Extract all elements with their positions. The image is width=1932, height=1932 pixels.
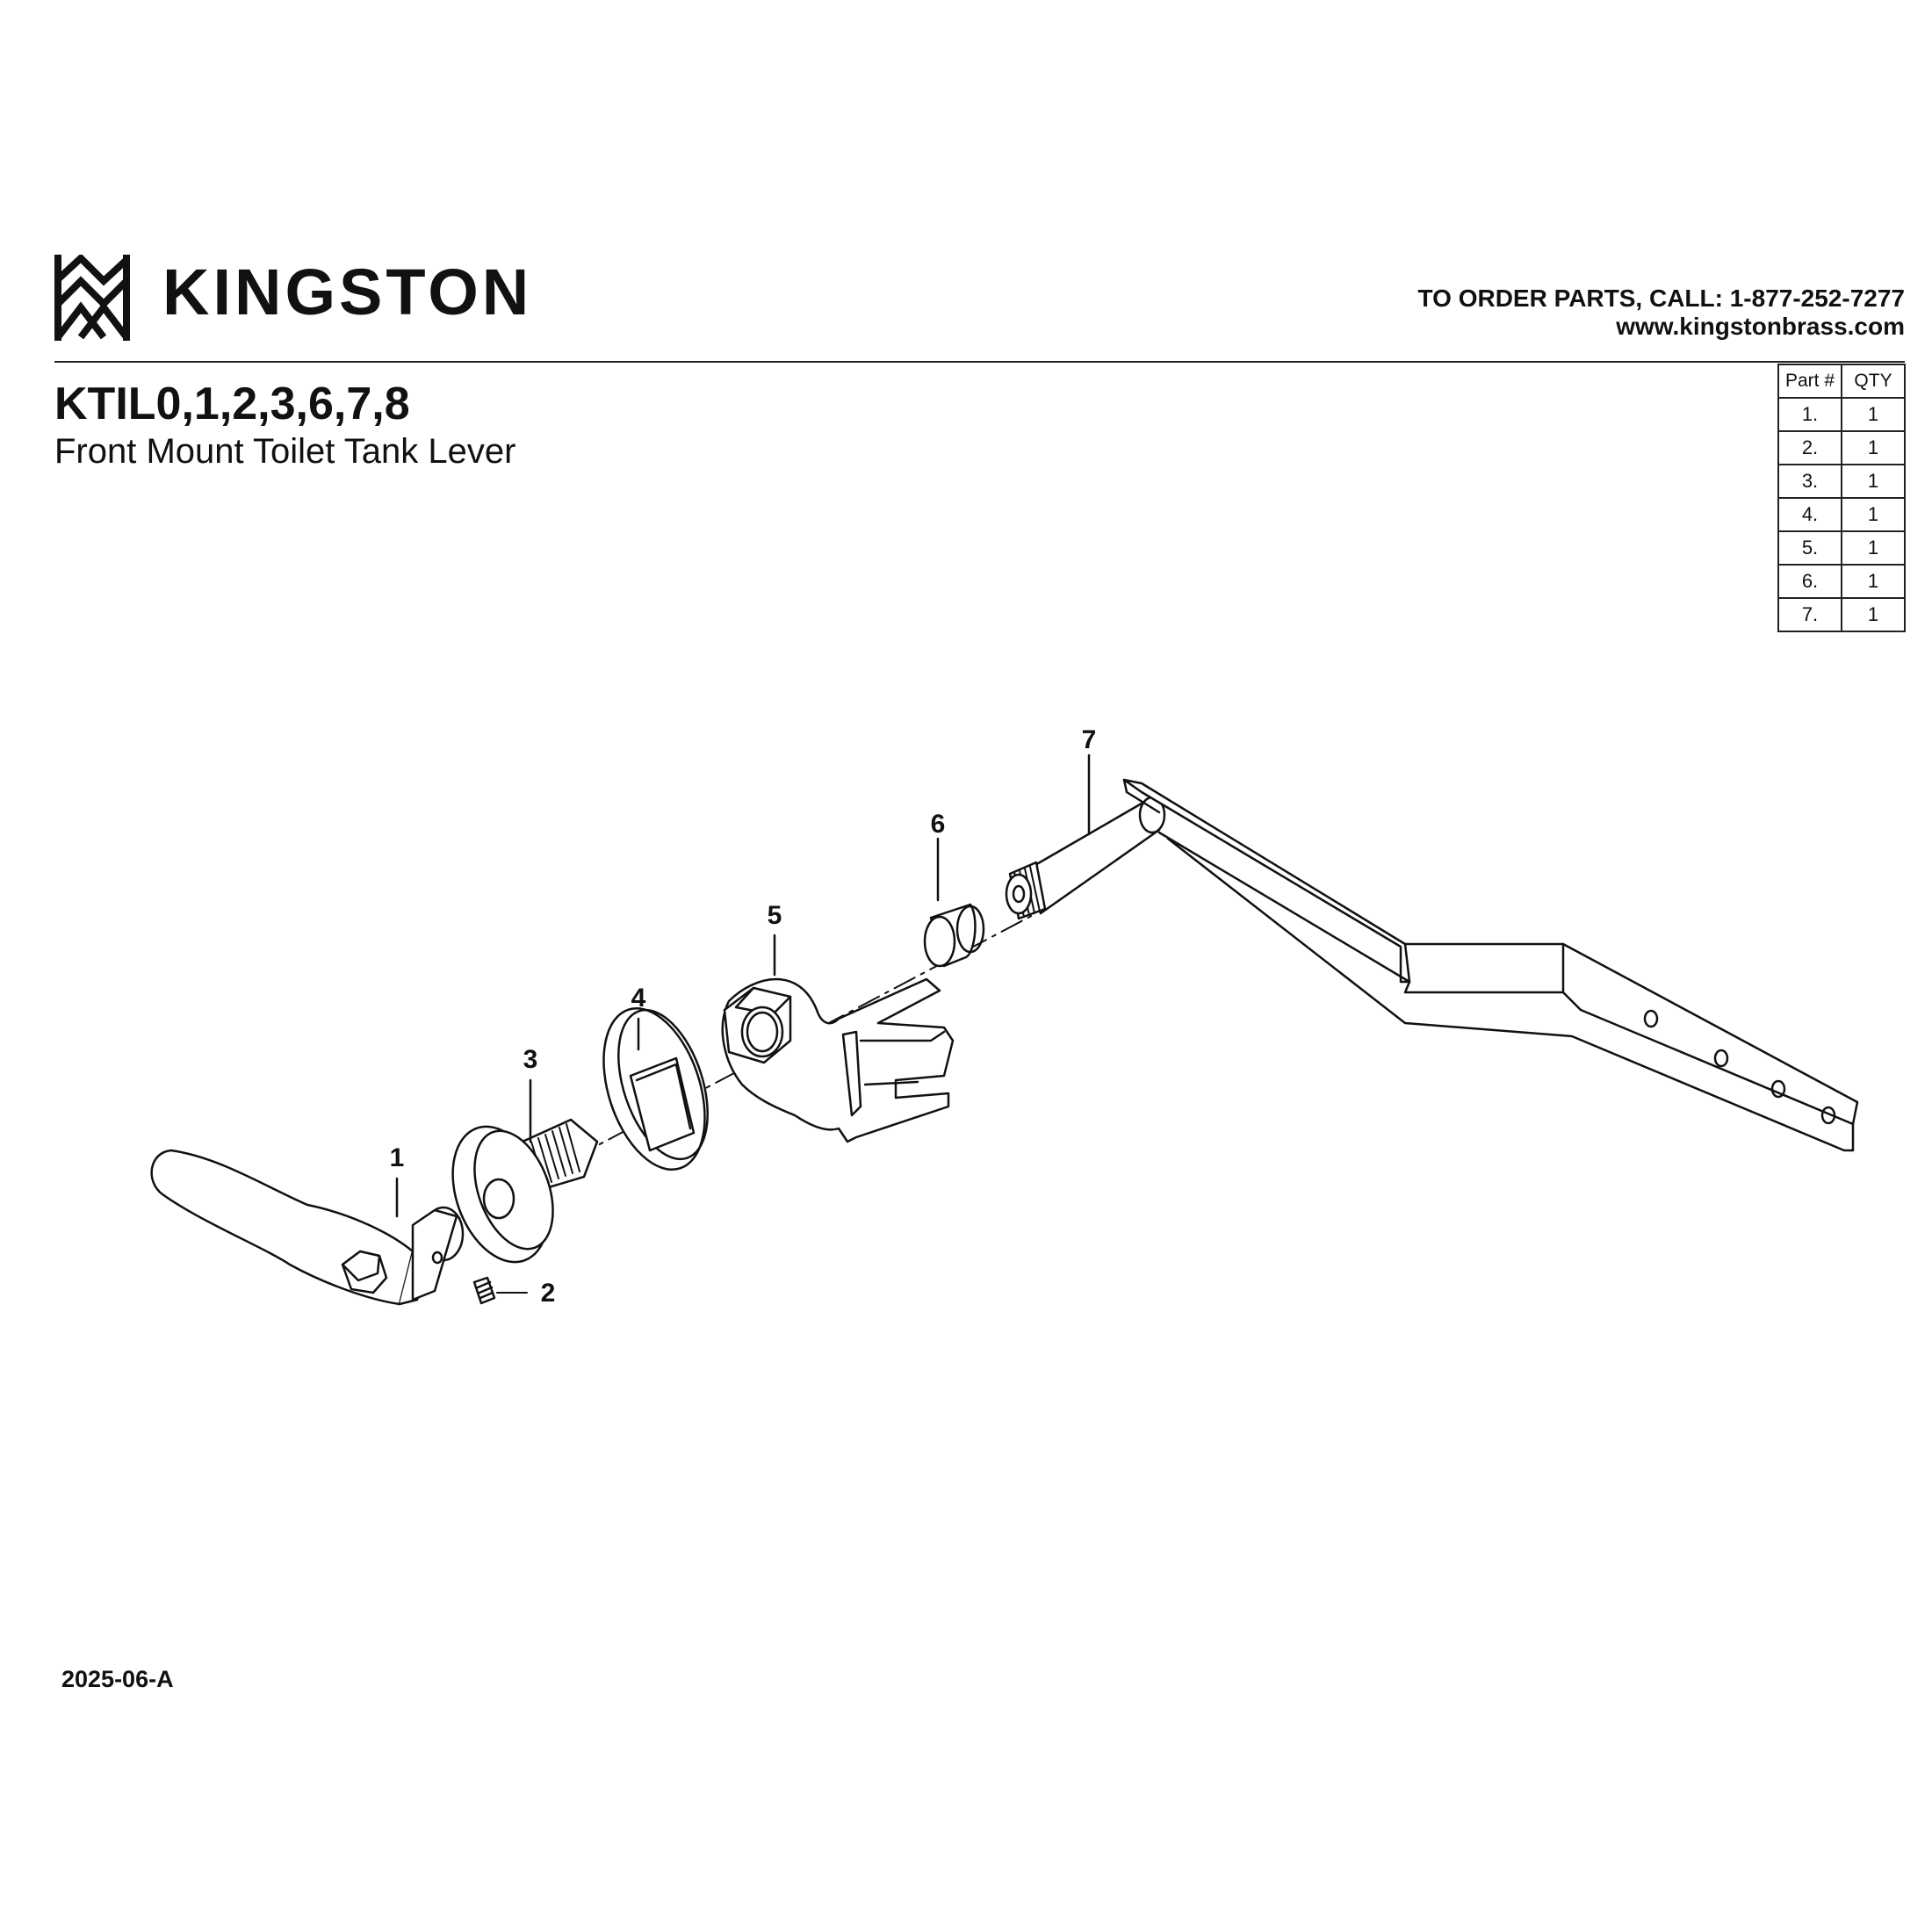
part-cell: 4. xyxy=(1777,497,1842,532)
table-row: 7.1 xyxy=(1777,597,1906,632)
callout-6: 6 xyxy=(931,810,946,839)
part-cell: 6. xyxy=(1777,564,1842,599)
part-4-washer xyxy=(602,1006,709,1171)
qty-cell: 1 xyxy=(1841,564,1906,599)
part-6-bushing xyxy=(923,903,985,968)
product-title: Front Mount Toilet Tank Lever xyxy=(54,432,516,471)
column-header-qty: QTY xyxy=(1841,364,1906,399)
qty-cell: 1 xyxy=(1841,464,1906,499)
part-cell: 1. xyxy=(1777,397,1842,432)
kingston-logo-icon xyxy=(54,255,130,341)
qty-cell: 1 xyxy=(1841,497,1906,532)
parts-table-header: Part # QTY xyxy=(1777,364,1906,399)
table-row: 1.1 xyxy=(1777,397,1906,432)
order-phone-text: TO ORDER PARTS, CALL: 1-877-252-7277 xyxy=(1417,285,1905,312)
table-row: 6.1 xyxy=(1777,564,1906,599)
callout-4: 4 xyxy=(631,984,646,1013)
column-header-part: Part # xyxy=(1777,364,1842,399)
part-2-set-screw xyxy=(472,1276,528,1305)
order-contact: TO ORDER PARTS, CALL: 1-877-252-7277 www… xyxy=(1418,285,1905,341)
brand-name: KINGSTON xyxy=(162,256,533,328)
qty-cell: 1 xyxy=(1841,530,1906,566)
part-cell: 7. xyxy=(1777,597,1842,632)
part-1-handle xyxy=(150,1149,465,1306)
qty-cell: 1 xyxy=(1841,397,1906,432)
table-row: 5.1 xyxy=(1777,530,1906,566)
part-cell: 3. xyxy=(1777,464,1842,499)
part-3-threaded-spud xyxy=(451,1118,599,1264)
callout-1: 1 xyxy=(390,1143,405,1172)
part-cell: 5. xyxy=(1777,530,1842,566)
revision-code: 2025-06-A xyxy=(61,1666,174,1692)
part-cell: 2. xyxy=(1777,430,1842,465)
callout-5: 5 xyxy=(768,901,782,930)
model-number: KTIL0,1,2,3,6,7,8 xyxy=(54,378,410,429)
table-row: 3.1 xyxy=(1777,464,1906,499)
part-5-lever-bracket xyxy=(721,977,955,1143)
qty-cell: 1 xyxy=(1841,597,1906,632)
table-row: 4.1 xyxy=(1777,497,1906,532)
callout-2: 2 xyxy=(541,1279,556,1308)
callout-3: 3 xyxy=(523,1045,538,1074)
callout-7: 7 xyxy=(1082,725,1097,754)
parts-table: Part # QTY 1.1 2.1 3.1 4.1 5.1 6.1 7.1 xyxy=(1777,364,1906,632)
header-divider xyxy=(54,361,1905,363)
part-7-tank-arm xyxy=(1005,778,1859,1152)
qty-cell: 1 xyxy=(1841,430,1906,465)
website-link[interactable]: www.kingstonbrass.com xyxy=(1616,313,1905,341)
table-row: 2.1 xyxy=(1777,430,1906,465)
